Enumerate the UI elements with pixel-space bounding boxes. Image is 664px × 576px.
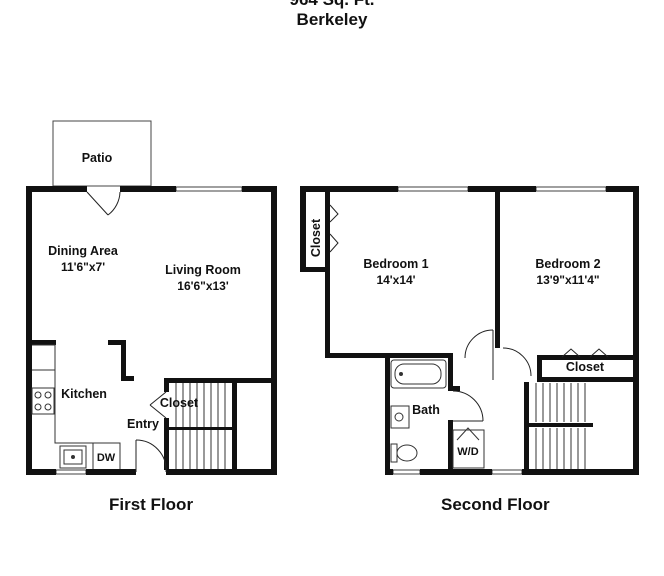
patio-door (86, 191, 121, 216)
bedroom-doors (452, 329, 532, 422)
kitchen-fixtures (31, 344, 121, 469)
patio-outline (52, 120, 152, 187)
toilet-icon (390, 443, 398, 463)
bathtub-icon (390, 359, 447, 389)
washer-dryer-icon (452, 429, 485, 469)
second-floor-walls (300, 186, 639, 475)
kitchen-label: Kitchen (61, 387, 107, 401)
second-floor-plan (300, 186, 639, 475)
second-floor-label: Second Floor (441, 495, 550, 514)
living-room-label: Living Room (165, 263, 241, 277)
entry-label: Entry (127, 417, 159, 431)
plan-name: Berkeley (296, 10, 368, 29)
left-closet-doors (329, 204, 339, 253)
sink-icon (59, 445, 87, 469)
patio-label: Patio (82, 151, 113, 165)
bath-label: Bath (412, 403, 440, 417)
first-floor-walls (26, 186, 277, 475)
square-footage: 964 Sq. Ft. (0, 0, 664, 10)
second-floor-right-closet-label: Closet (566, 360, 605, 374)
first-floor-label: First Floor (109, 495, 194, 514)
dishwasher-label: DW (97, 452, 116, 464)
first-floor-plan (26, 120, 277, 475)
bedroom-2-label: Bedroom 2 (535, 257, 600, 271)
sink-icon-bath (390, 405, 410, 429)
second-floor-left-closet-label: Closet (309, 218, 323, 257)
living-room-dimensions: 16'6"x13' (177, 279, 229, 293)
dining-area-label: Dining Area (48, 244, 119, 258)
bath-fixtures (390, 359, 485, 469)
closet-door (149, 391, 167, 419)
right-closet-doors (561, 348, 609, 358)
first-floor-windows (55, 186, 243, 475)
bedroom-1-label: Bedroom 1 (363, 257, 428, 271)
entry-door (135, 439, 167, 473)
second-floor-stairs (535, 383, 586, 469)
bedroom-1-dimensions: 14'x14' (376, 273, 415, 287)
stove-icon (31, 387, 55, 415)
first-floor-stairs (175, 383, 226, 469)
first-floor-closet-label: Closet (160, 396, 199, 410)
dining-area-dimensions: 11'6"x7' (61, 260, 105, 274)
washer-dryer-label: W/D (457, 446, 478, 458)
second-floor-windows (392, 186, 607, 475)
room-labels: Patio Dining Area 11'6"x7' Living Room 1… (48, 151, 605, 464)
bedroom-2-dimensions: 13'9"x11'4" (536, 273, 599, 287)
